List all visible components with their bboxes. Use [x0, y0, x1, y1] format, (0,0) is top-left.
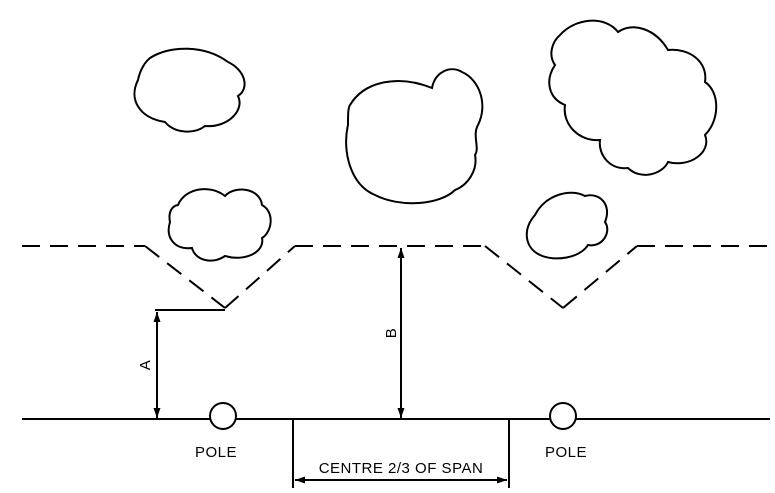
pole-right-label: POLE [545, 444, 587, 461]
dimension-b: B [383, 248, 405, 418]
dimension-b-label: B [383, 328, 400, 339]
tree-canopy-center [345, 68, 484, 205]
span-label: CENTRE 2/3 OF SPAN [319, 460, 484, 477]
tree-canopy-top-right [548, 19, 718, 176]
dimension-a: A [137, 309, 225, 418]
clearance-profile [22, 245, 770, 309]
tree-canopy-mid-left [167, 188, 272, 262]
tree-canopy-mid-right [525, 191, 609, 260]
dimension-a-label: A [137, 360, 154, 371]
pole-right-symbol [549, 402, 577, 430]
trees [133, 19, 718, 262]
pole-left-label: POLE [195, 444, 237, 461]
pole-left-symbol [209, 402, 237, 430]
span-dimension: CENTRE 2/3 OF SPAN [292, 419, 510, 488]
tree-canopy-top-left [133, 47, 246, 133]
